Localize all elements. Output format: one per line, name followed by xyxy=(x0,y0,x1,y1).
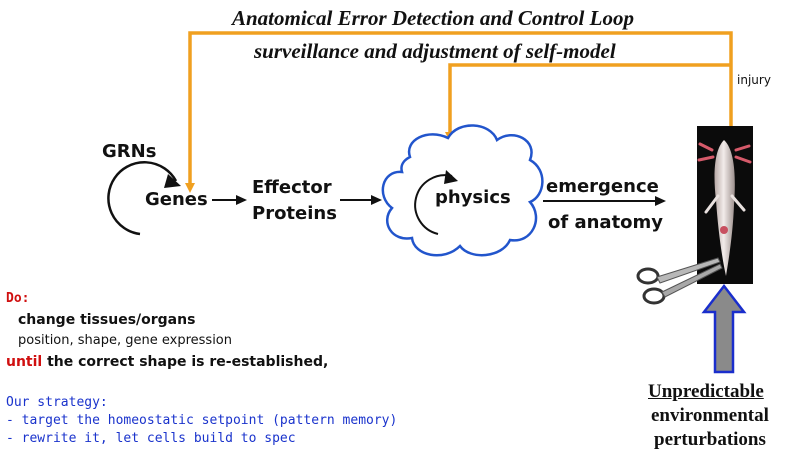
until-line: until the correct shape is re-establishe… xyxy=(6,354,328,370)
injury-label: injury xyxy=(737,73,771,87)
until-word: until xyxy=(6,354,43,370)
outer-feedback-loop xyxy=(185,31,733,193)
perturb-line3: perturbations xyxy=(654,429,766,450)
axolotl-photo xyxy=(697,126,753,284)
emergence-line1: emergence xyxy=(546,176,659,197)
physics-label: physics xyxy=(435,187,511,208)
effector-line1: Effector xyxy=(252,177,332,198)
perturb-line2: environmental xyxy=(651,405,769,426)
strategy-item-2: - rewrite it, let cells build to spec xyxy=(6,431,296,446)
loop-title: Anatomical Error Detection and Control L… xyxy=(232,6,634,30)
physics-cloud xyxy=(381,124,544,257)
grn-label: GRNs xyxy=(102,141,157,162)
emergence-line2: of anatomy xyxy=(548,212,664,233)
physics-cycle-arrow xyxy=(414,174,453,235)
loop-subtitle: surveillance and adjustment of self-mode… xyxy=(254,39,616,63)
do-item-1: change tissues/organs xyxy=(18,312,196,328)
do-item-2: position, shape, gene expression xyxy=(18,333,232,348)
genes-label: Genes xyxy=(145,189,208,210)
grn-cycle-arrow xyxy=(107,161,178,236)
until-rest: the correct shape is re-established, xyxy=(42,354,329,370)
perturb-line1: Unpredictable xyxy=(648,381,764,402)
grn-cycle-arrowhead xyxy=(164,174,181,188)
effector-line2: Proteins xyxy=(252,203,337,224)
strategy-heading: Our strategy: xyxy=(6,395,108,410)
scissors-icon xyxy=(636,257,723,305)
physics-cycle-arrowhead xyxy=(444,170,458,184)
do-label: Do: xyxy=(6,291,30,306)
strategy-item-1: - target the homeostatic setpoint (patte… xyxy=(6,413,398,428)
inner-feedback-loop xyxy=(445,63,731,142)
perturbation-arrow xyxy=(701,283,747,374)
